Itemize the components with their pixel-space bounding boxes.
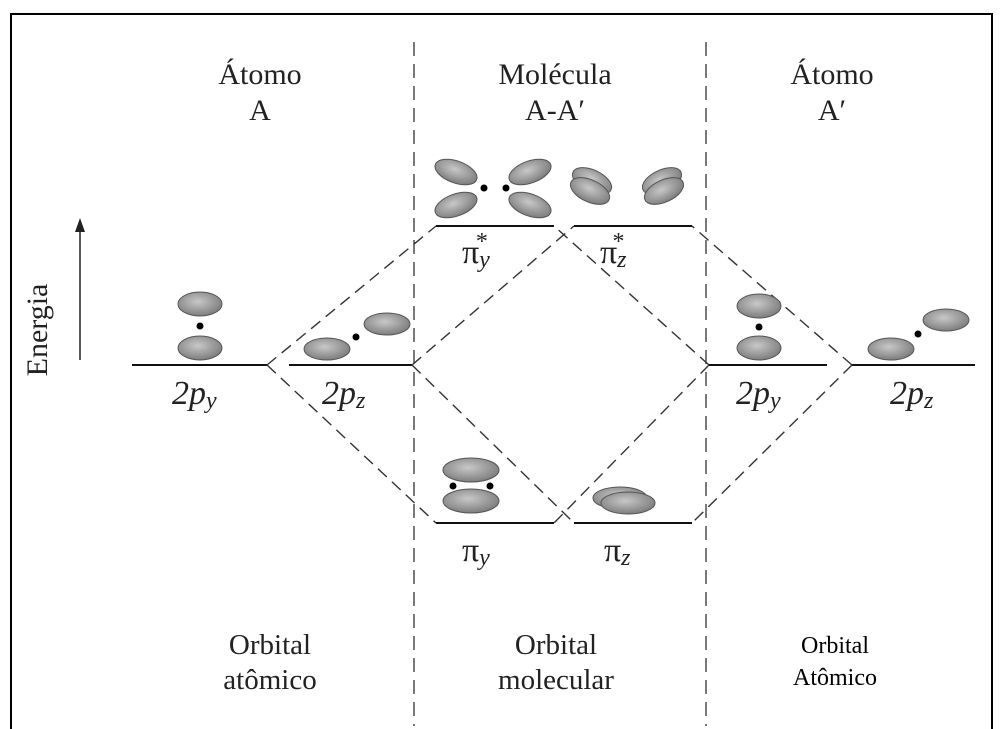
label-pi-star-z-sup: *	[613, 229, 625, 255]
footer-atomic-right-line1: Orbital	[770, 630, 900, 662]
label-pi-star-z: πz*	[600, 234, 625, 272]
footer-atomic-right: Orbital Atômico	[770, 630, 900, 694]
label-pi-z-base: π	[604, 532, 621, 569]
label-left-2pz-base: 2p	[322, 375, 356, 412]
label-right-2pz: 2pz	[890, 375, 933, 413]
header-molecule-line2: A-A′	[470, 93, 640, 129]
label-pi-z: πz	[604, 532, 631, 570]
footer-molecular: Orbital molecular	[466, 628, 646, 698]
label-left-2py-sub: y	[206, 388, 217, 414]
label-pi-star-y-sup: *	[476, 229, 488, 255]
orbital-right-pz-icon	[868, 309, 969, 360]
orbital-pi-z-icon	[593, 487, 655, 514]
footer-molecular-line1: Orbital	[466, 628, 646, 663]
label-pi-y-base: π	[462, 532, 479, 569]
energy-axis-label: Energia	[20, 260, 56, 400]
header-molecule: Molécula A-A′	[470, 57, 640, 129]
footer-atomic-left: Orbital atômico	[190, 628, 350, 698]
label-pi-star-y: πy*	[462, 234, 488, 272]
header-molecule-line1: Molécula	[470, 57, 640, 93]
label-right-2pz-base: 2p	[890, 375, 924, 412]
orbital-pi-star-y-icon	[432, 154, 555, 223]
label-left-2py-base: 2p	[172, 375, 206, 412]
energy-arrow	[75, 218, 85, 360]
label-left-2py: 2py	[172, 375, 217, 413]
footer-atomic-right-line2: Atômico	[770, 662, 900, 694]
header-atom-a-line1: Átomo	[190, 57, 330, 93]
header-atom-a-line2: A	[190, 93, 330, 129]
orbital-pi-star-z-icon	[566, 162, 687, 210]
label-right-2pz-sub: z	[924, 388, 933, 414]
footer-atomic-left-line1: Orbital	[190, 628, 350, 663]
header-atom-a: Átomo A	[190, 57, 330, 129]
label-left-2pz: 2pz	[322, 375, 365, 413]
footer-atomic-left-line2: atômico	[190, 663, 350, 698]
label-left-2pz-sub: z	[356, 388, 365, 414]
orbital-right-py-icon	[737, 294, 781, 360]
orbital-pi-y-icon	[443, 458, 499, 513]
header-atom-a-prime-line2: A′	[762, 93, 902, 129]
orbital-left-py-icon	[178, 292, 222, 360]
orbital-left-pz-icon	[304, 313, 410, 360]
label-pi-y: πy	[462, 532, 490, 570]
header-atom-a-prime: Átomo A′	[762, 57, 902, 129]
label-right-2py: 2py	[736, 375, 781, 413]
label-right-2py-sub: y	[770, 388, 781, 414]
footer-molecular-line2: molecular	[466, 663, 646, 698]
label-pi-z-sub: z	[621, 545, 630, 571]
header-atom-a-prime-line1: Átomo	[762, 57, 902, 93]
label-pi-y-sub: y	[479, 545, 490, 571]
label-right-2py-base: 2p	[736, 375, 770, 412]
